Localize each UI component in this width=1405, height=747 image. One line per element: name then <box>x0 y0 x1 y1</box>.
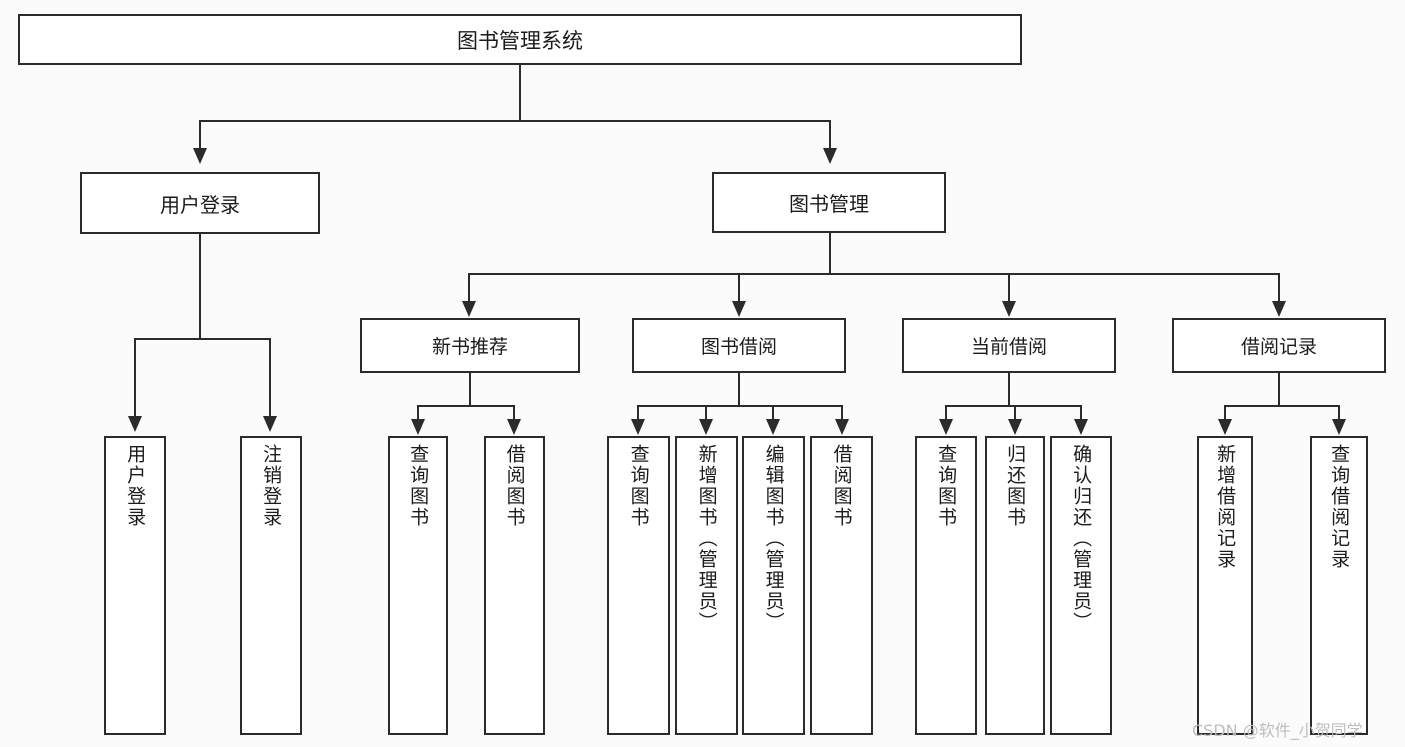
node-label: 当前借阅 <box>970 336 1047 358</box>
leaf-label: 查询图书 <box>935 444 958 528</box>
arrow-newbook-to-leaf2 <box>507 419 521 435</box>
leaf-label: 查询借阅记录 <box>1328 444 1351 570</box>
arrow-current-to-leaf2 <box>1008 419 1022 435</box>
csdn-watermark: CSDN @软件_小贺同学 <box>1192 721 1363 740</box>
connector-records-to-leaf2 <box>1338 405 1340 419</box>
arrow-newbook-to-leaf1 <box>411 419 425 435</box>
connector-borrow-to-leaf1 <box>637 405 639 419</box>
connector-root-stem <box>519 65 521 120</box>
arrow-login-to-leaf2 <box>263 416 277 432</box>
arrow-bookmgmt-to-current <box>1002 301 1016 317</box>
connector-bookmgmt-bus <box>468 273 1280 275</box>
arrow-borrow-to-leaf2 <box>699 419 713 435</box>
leaf-label: 借阅图书 <box>503 444 526 528</box>
connector-bookmgmt-to-current <box>1008 273 1010 301</box>
node-label: 借阅记录 <box>1240 336 1317 358</box>
node-label: 图书借阅 <box>700 336 777 358</box>
connector-login-to-leaf1 <box>134 338 136 416</box>
node-borrow-records[interactable]: 借阅记录 <box>1172 318 1386 373</box>
leaf-label: 查询图书 <box>627 444 650 528</box>
arrow-borrow-to-leaf4 <box>835 419 849 435</box>
node-label: 新书推荐 <box>431 336 508 358</box>
node-book-borrow[interactable]: 图书借阅 <box>632 318 846 373</box>
leaf-return-book[interactable]: 归还图书 <box>985 436 1045 735</box>
connector-borrow-stem <box>738 373 740 405</box>
node-user-login[interactable]: 用户登录 <box>80 172 320 234</box>
arrow-records-to-leaf1 <box>1218 419 1232 435</box>
connector-newbook-stem <box>469 373 471 405</box>
connector-newbook-bus <box>417 405 515 407</box>
node-book-management[interactable]: 图书管理 <box>712 172 946 233</box>
connector-current-bus <box>945 405 1081 407</box>
leaf-query-book-borrow[interactable]: 查询图书 <box>607 436 670 735</box>
leaf-edit-book-admin[interactable]: 编辑图书（管理员） <box>742 436 805 735</box>
connector-login-stem <box>199 234 201 338</box>
leaf-confirm-return-admin[interactable]: 确认归还（管理员） <box>1050 436 1112 735</box>
leaf-label: 用户登录 <box>124 444 147 528</box>
connector-bookmgmt-to-newbook <box>468 273 470 301</box>
leaf-add-borrow-record[interactable]: 新增借阅记录 <box>1197 436 1253 735</box>
connector-current-stem <box>1008 373 1010 405</box>
connector-borrow-to-leaf4 <box>841 405 843 419</box>
arrow-bookmgmt-to-records <box>1272 301 1286 317</box>
connector-root-to-bookmgmt <box>829 120 831 148</box>
arrow-root-to-login <box>193 148 207 164</box>
arrow-current-to-leaf1 <box>939 419 953 435</box>
leaf-label: 编辑图书（管理员） <box>762 444 785 633</box>
connector-records-bus <box>1224 405 1340 407</box>
arrow-bookmgmt-to-newbook <box>462 301 476 317</box>
connector-current-to-leaf3 <box>1080 405 1082 419</box>
leaf-borrow-book[interactable]: 借阅图书 <box>810 436 873 735</box>
connector-current-to-leaf2 <box>1014 405 1016 419</box>
arrow-borrow-to-leaf3 <box>766 419 780 435</box>
leaf-label: 借阅图书 <box>830 444 853 528</box>
connector-login-bus <box>134 338 271 340</box>
connector-newbook-to-leaf2 <box>513 405 515 419</box>
node-label: 用户登录 <box>160 192 240 217</box>
leaf-label: 注销登录 <box>260 444 283 528</box>
connector-login-to-leaf2 <box>269 338 271 416</box>
node-new-book-recommend[interactable]: 新书推荐 <box>360 318 580 373</box>
connector-current-to-leaf1 <box>945 405 947 419</box>
connector-bookmgmt-to-borrow <box>738 273 740 301</box>
leaf-label: 归还图书 <box>1004 444 1027 528</box>
arrow-current-to-leaf3 <box>1074 419 1088 435</box>
node-label: 图书管理系统 <box>457 28 583 53</box>
arrow-bookmgmt-to-borrow <box>732 301 746 317</box>
leaf-borrow-book-newbook[interactable]: 借阅图书 <box>484 436 545 735</box>
node-label: 图书管理 <box>789 192 869 216</box>
connector-records-stem <box>1278 373 1280 405</box>
leaf-label: 查询图书 <box>407 444 430 528</box>
connector-bookmgmt-to-records <box>1278 273 1280 301</box>
leaf-logout[interactable]: 注销登录 <box>240 436 302 735</box>
connector-root-bus <box>199 120 831 122</box>
connector-newbook-to-leaf1 <box>417 405 419 419</box>
connector-borrow-bus <box>637 405 843 407</box>
arrow-borrow-to-leaf1 <box>631 419 645 435</box>
connector-records-to-leaf1 <box>1224 405 1226 419</box>
leaf-user-login[interactable]: 用户登录 <box>104 436 166 735</box>
connector-borrow-to-leaf2 <box>705 405 707 419</box>
leaf-label: 新增借阅记录 <box>1214 444 1237 570</box>
arrow-login-to-leaf1 <box>128 416 142 432</box>
leaf-query-book-current[interactable]: 查询图书 <box>915 436 977 735</box>
leaf-add-book-admin[interactable]: 新增图书（管理员） <box>675 436 738 735</box>
leaf-query-book-newbook[interactable]: 查询图书 <box>388 436 448 735</box>
connector-bookmgmt-stem <box>829 233 831 273</box>
arrow-root-to-bookmgmt <box>823 148 837 164</box>
leaf-label: 新增图书（管理员） <box>695 444 718 633</box>
node-current-borrow[interactable]: 当前借阅 <box>902 318 1116 373</box>
leaf-query-borrow-record[interactable]: 查询借阅记录 <box>1310 436 1368 735</box>
connector-borrow-to-leaf3 <box>772 405 774 419</box>
leaf-label: 确认归还（管理员） <box>1070 444 1093 633</box>
node-root-system[interactable]: 图书管理系统 <box>18 14 1022 65</box>
connector-root-to-login <box>199 120 201 148</box>
arrow-records-to-leaf2 <box>1332 419 1346 435</box>
